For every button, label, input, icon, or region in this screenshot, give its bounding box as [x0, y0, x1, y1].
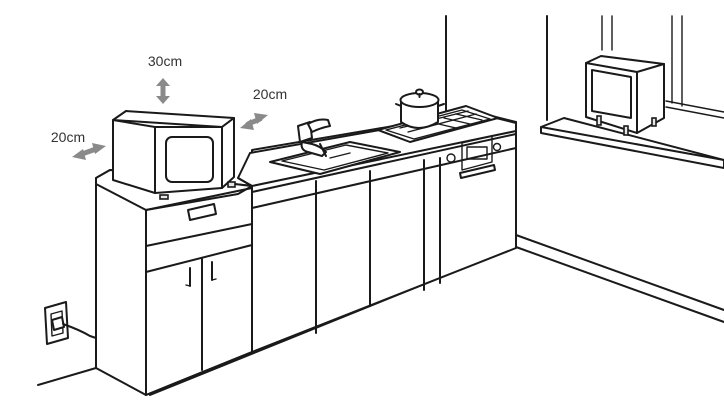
top-clearance-label: 30cm — [148, 53, 182, 69]
microwave-base-cabinet — [95, 169, 253, 396]
cooking-pot — [395, 88, 445, 129]
left-clearance-label: 20cm — [51, 129, 85, 145]
right-clearance-arrow — [240, 113, 268, 130]
top-clearance-arrow — [156, 78, 170, 104]
right-clearance-label: 20cm — [253, 86, 287, 102]
window — [540, 15, 724, 169]
faucet — [297, 118, 331, 157]
wall-socket — [44, 301, 97, 345]
microwave-oven — [112, 110, 236, 200]
range-front — [446, 135, 502, 179]
sill-appliance — [585, 55, 665, 136]
left-clearance-arrow — [72, 143, 106, 160]
